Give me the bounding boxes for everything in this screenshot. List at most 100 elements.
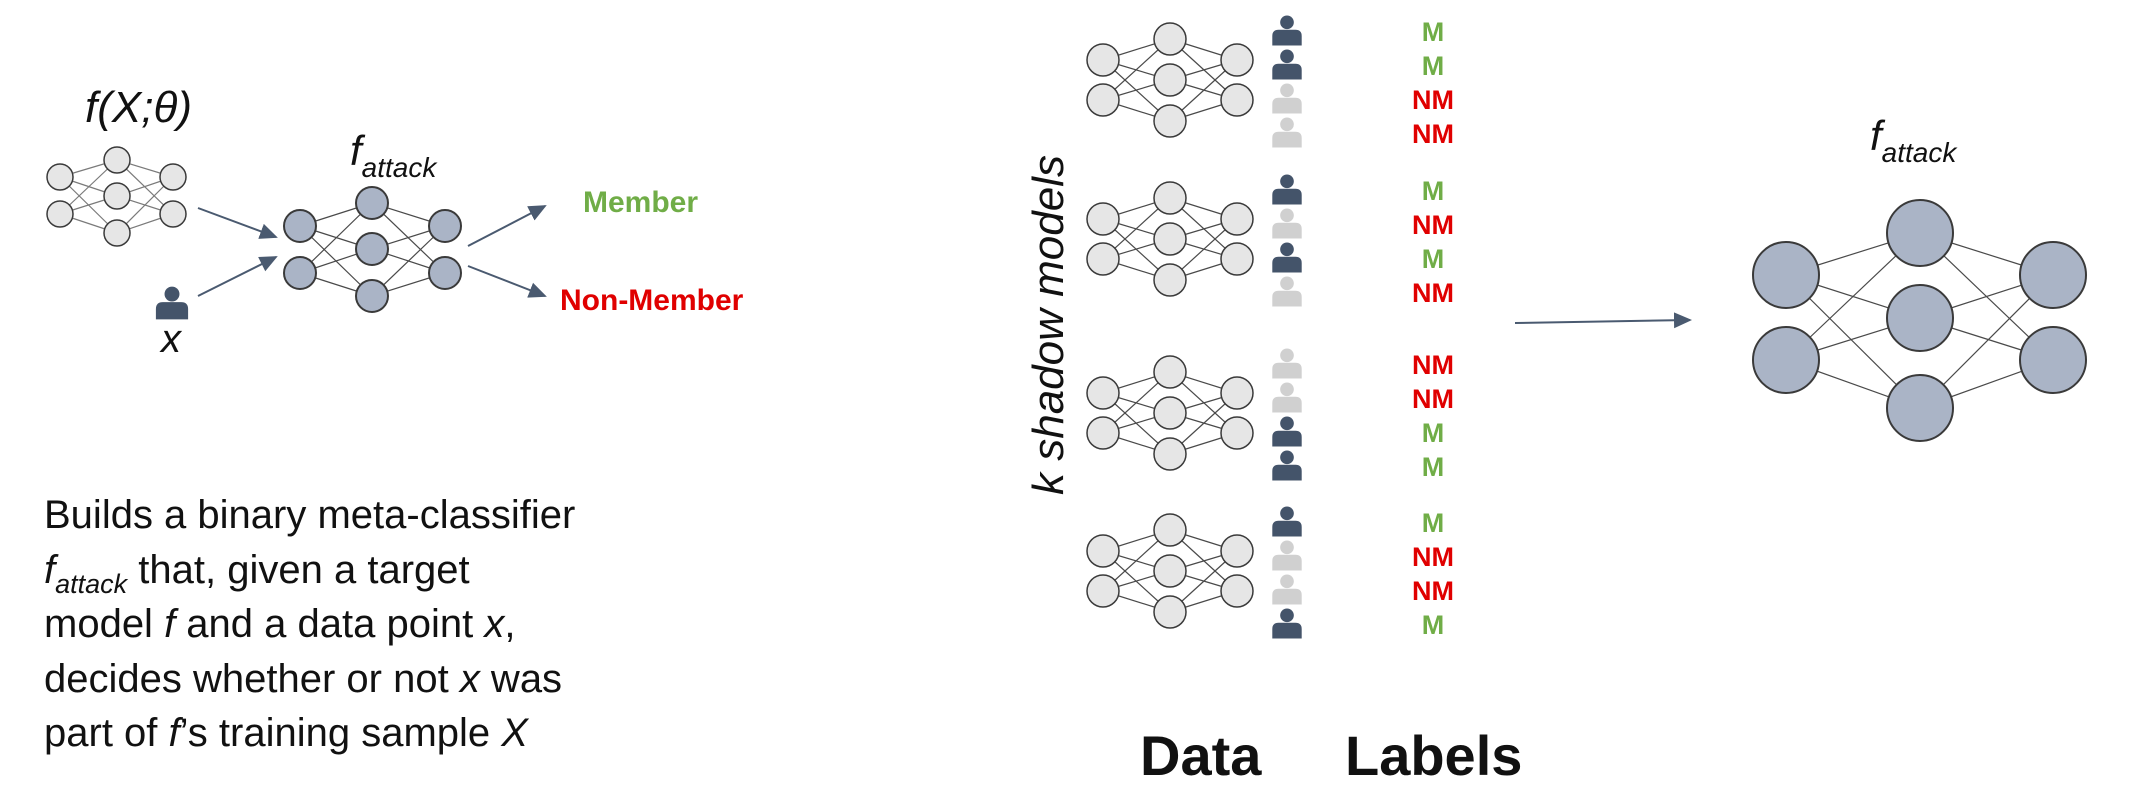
shadow-data-column xyxy=(1272,15,1302,148)
network-node xyxy=(1153,181,1187,215)
person-icon xyxy=(155,286,189,320)
member-label: M xyxy=(1422,51,1445,81)
member-label: M xyxy=(1422,17,1445,47)
network-node xyxy=(1153,513,1187,547)
arrow-x-to-attack xyxy=(197,256,278,297)
left-panel: f(X;θ) fattack x Member Non-Member Build… xyxy=(44,83,744,755)
person-icon xyxy=(1272,276,1302,307)
network-node xyxy=(428,256,462,290)
network-node xyxy=(1153,595,1187,629)
member-output-label: Member xyxy=(583,186,698,219)
network-node xyxy=(1086,416,1120,450)
network-node xyxy=(159,163,187,191)
non-member-output-label: Non-Member xyxy=(560,284,744,317)
network-node xyxy=(1086,574,1120,608)
network-node xyxy=(1153,355,1187,389)
arrow-to-non-member xyxy=(467,265,547,298)
network-node xyxy=(46,163,74,191)
network-node xyxy=(1220,574,1254,608)
shadow-label-column: M NM NM M xyxy=(1412,508,1454,640)
target-model-label: f(X;θ) xyxy=(85,83,192,132)
member-label: M xyxy=(1422,244,1445,274)
data-point-label: x xyxy=(159,317,183,361)
network-node xyxy=(1220,534,1254,568)
non-member-label: NM xyxy=(1412,85,1454,115)
non-member-label: NM xyxy=(1412,542,1454,572)
arrow-to-member xyxy=(467,205,547,247)
data-column-label: Data xyxy=(1140,724,1262,787)
member-label: M xyxy=(1422,176,1445,206)
attack-label-sub: attack xyxy=(362,152,439,183)
person-icon xyxy=(1272,506,1302,537)
network-node xyxy=(1886,199,1954,267)
arrow-to-attack-model xyxy=(1514,312,1692,329)
network-node xyxy=(1752,326,1820,394)
network-node xyxy=(428,209,462,243)
shadow-data-column xyxy=(1272,348,1302,481)
network-node xyxy=(1220,83,1254,117)
network-node xyxy=(1153,554,1187,588)
network-node xyxy=(1220,242,1254,276)
attack-model-network xyxy=(283,186,462,313)
network-node xyxy=(1220,416,1254,450)
description-line-3: model f and a data point x, xyxy=(44,602,515,646)
person-icon xyxy=(1272,174,1302,205)
shadow-label-column: MM NM NM xyxy=(1412,17,1454,149)
member-label: M xyxy=(1422,452,1445,482)
shadow-model-group: MM NM NM xyxy=(1086,15,1454,149)
network-node xyxy=(355,186,389,220)
person-icon xyxy=(1272,416,1302,447)
network-node xyxy=(1086,376,1120,410)
network-node xyxy=(159,200,187,228)
network-node xyxy=(1086,534,1120,568)
network-node xyxy=(1153,222,1187,256)
shadow-model-network xyxy=(1086,181,1254,297)
network-node xyxy=(2019,326,2087,394)
network-node xyxy=(1153,22,1187,56)
network-node xyxy=(46,200,74,228)
person-icon xyxy=(1272,608,1302,639)
network-node xyxy=(1153,437,1187,471)
shadow-label-column: NM NM MM xyxy=(1412,350,1454,482)
non-member-label: NM xyxy=(1412,384,1454,414)
person-icon xyxy=(1272,83,1302,114)
shadow-model-group: NM NM MM xyxy=(1086,348,1454,482)
person-icon xyxy=(155,286,189,320)
network-node xyxy=(1153,396,1187,430)
network-node xyxy=(1086,83,1120,117)
attack-model-label: fattack xyxy=(350,127,438,183)
network-node xyxy=(2019,241,2087,309)
member-label: M xyxy=(1422,610,1445,640)
network-node xyxy=(1086,43,1120,77)
non-member-label: NM xyxy=(1412,350,1454,380)
non-member-label: NM xyxy=(1412,119,1454,149)
network-node xyxy=(1153,63,1187,97)
attack-label-sub-right: attack xyxy=(1882,137,1959,168)
target-model-network xyxy=(46,146,187,247)
network-node xyxy=(355,279,389,313)
person-icon xyxy=(1272,15,1302,46)
network-node xyxy=(1752,241,1820,309)
person-icon xyxy=(1272,49,1302,80)
member-label: M xyxy=(1422,418,1445,448)
network-node xyxy=(1086,242,1120,276)
network-node xyxy=(1886,374,1954,442)
network-node xyxy=(1086,202,1120,236)
arrow-target-to-attack xyxy=(197,207,278,239)
shadow-model-group: M NM NM M xyxy=(1086,506,1454,640)
description-line-1: Builds a binary meta-classifier xyxy=(44,493,575,537)
shadow-model-network xyxy=(1086,22,1254,138)
person-icon xyxy=(1272,574,1302,605)
network-node xyxy=(1220,202,1254,236)
right-panel: k shadow models MMNMNMMNMMNMNMNMMMMNMNMM… xyxy=(1024,15,2087,787)
shadow-data-column xyxy=(1272,174,1302,307)
non-member-label: NM xyxy=(1412,576,1454,606)
description-line-2: fattack that, given a target xyxy=(44,548,470,599)
network-node xyxy=(103,219,131,247)
member-label: M xyxy=(1422,508,1445,538)
non-member-label: NM xyxy=(1412,210,1454,240)
description-line-4: decides whether or not x was xyxy=(44,657,562,701)
